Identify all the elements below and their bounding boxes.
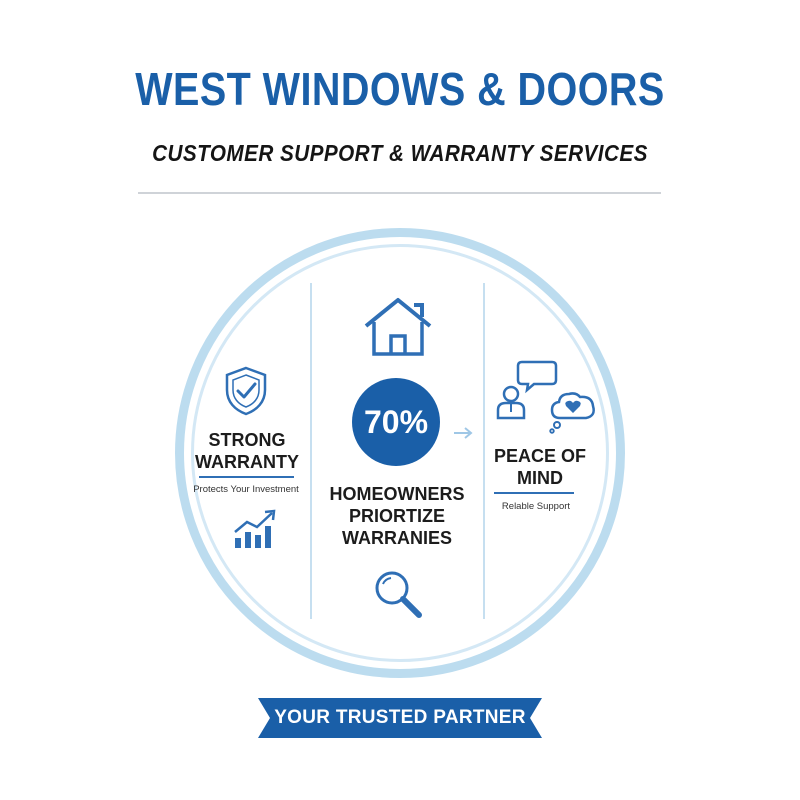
page-subtitle: CUSTOMER SUPPORT & WARRANTY SERVICES [152,140,648,166]
peace-of-mind-caption: Relable Support [501,501,571,512]
heart-thought-bubble-icon [549,392,595,434]
magnifier-icon [375,571,422,618]
peace-of-mind-underline [494,492,574,494]
strong-warranty-title-line1: STRONG [208,430,286,450]
house-icon [364,298,432,356]
header-divider [138,192,661,194]
page-title: WEST WINDOWS & DOORS [135,63,665,115]
column-divider-left [310,283,312,619]
peace-of-mind-title-line1: PEACE OF [493,446,586,466]
peace-of-mind-title-line2: MIND [517,468,563,488]
support-person-chat-icon [496,360,558,420]
column-divider-right [483,283,485,619]
homeowners-label-line2: PRIORTIZE [348,506,445,526]
homeowners-label-line1: HOMEOWNERS [329,484,465,504]
banner-ribbon-shape [258,698,542,738]
growth-chart-icon [234,509,276,548]
arrow-right-icon [454,427,473,439]
circle-frame-inner [191,244,609,662]
banner-label: YOUR TRUSTED PARTNER [274,707,526,728]
strong-warranty-caption: Protects Your Investment [193,484,299,495]
circle-frame-outer [175,228,625,678]
shield-check-icon [225,366,267,416]
homeowners-label-line3: WARRANIES [341,528,452,548]
strong-warranty-underline [199,476,294,478]
strong-warranty-title-line2: WARRANTY [195,452,299,472]
trusted-partner-banner: YOUR TRUSTED PARTNER [258,698,542,738]
stat-badge: 70% [352,378,440,466]
